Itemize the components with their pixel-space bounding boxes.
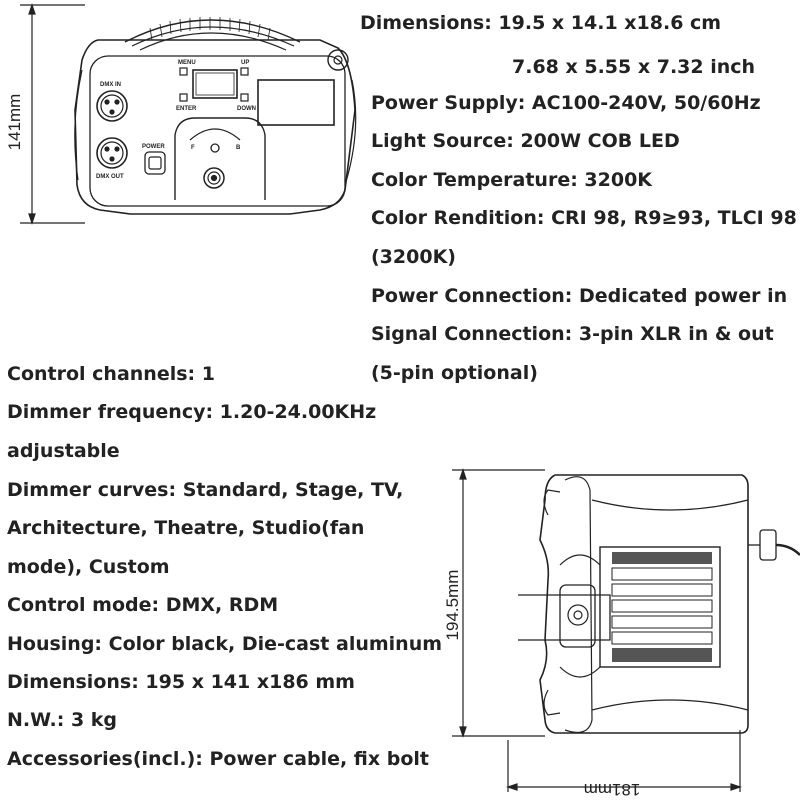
housing-outline: [74, 39, 356, 215]
depth-label: 181mm: [584, 780, 641, 799]
dmx-in-connector-inner: [100, 94, 124, 118]
cooling-fins: [611, 552, 713, 662]
power-inlet: [203, 167, 225, 189]
focus-f-label: F: [191, 145, 195, 151]
up-label: UP: [241, 60, 249, 66]
dmx-in-label: DMX IN: [100, 82, 121, 88]
front-height-label: 141mm: [5, 94, 24, 151]
cooling-fins-frame: [599, 546, 721, 668]
spec-color-rendition-cont: (3200K): [371, 246, 456, 268]
side-housing-outline: [555, 474, 749, 734]
dim-arrow-top: [28, 3, 36, 15]
dmx-out-label: DMX OUT: [96, 174, 124, 180]
spec-dimmer-curves-cont2: mode), Custom: [7, 556, 170, 578]
bottom-lug: [543, 689, 561, 716]
spec-net-weight: N.W.: 3 kg: [7, 709, 118, 731]
lcd-display-inner: [195, 72, 235, 96]
spec-dimensions-cm: Dimensions: 19.5 x 14.1 x18.6 cm: [360, 12, 722, 34]
spec-dimmer-curves-cont1: Architecture, Theatre, Studio(fan: [7, 517, 365, 539]
top-lug: [543, 489, 561, 516]
spec-control-channels: Control channels: 1: [7, 363, 215, 385]
dim-arrow-bottom: [28, 213, 36, 225]
enter-label: ENTER: [176, 106, 197, 112]
power-inlet-inner: [207, 171, 221, 185]
spec-accessories: Accessories(incl.): Power cable, fix bol…: [7, 748, 429, 770]
dmx-out-connector-inner: [100, 141, 124, 165]
dmx-out-connector: [96, 137, 128, 169]
top-rim-inner2: [139, 32, 287, 51]
focus-arc: [189, 128, 241, 141]
spec-dimensions-mm: Dimensions: 195 x 141 x186 mm: [7, 671, 355, 693]
mounting-eye: [327, 49, 349, 71]
focus-b-label: B: [236, 145, 241, 151]
spec-signal-connection: Signal Connection: 3-pin XLR in & out: [371, 323, 774, 345]
dmx-in-connector: [96, 90, 128, 122]
yoke-lower-arc: [559, 666, 601, 678]
yoke-arm: [518, 594, 611, 641]
enter-button: [179, 93, 188, 102]
spec-dimmer-curves: Dimmer curves: Standard, Stage, TV,: [7, 479, 404, 501]
menu-label: MENU: [178, 60, 196, 66]
focus-knob: [210, 143, 220, 153]
lcd-display: [192, 69, 238, 99]
power-cable: [775, 543, 800, 556]
spec-control-mode: Control mode: DMX, RDM: [7, 594, 279, 616]
down-button: [240, 93, 249, 102]
front-bezel-profile: [539, 474, 556, 734]
right-side-grip: [344, 79, 357, 186]
down-label: DOWN: [237, 106, 256, 112]
yoke-hub: [559, 584, 596, 648]
up-button: [240, 67, 249, 76]
yoke-knob-center: [573, 610, 583, 620]
spec-power-supply: Power Supply: AC100-240V, 50/60Hz: [371, 92, 761, 114]
bezel-inner-line: [564, 476, 593, 733]
cable-gland: [759, 529, 777, 561]
top-rim: [124, 19, 301, 43]
spec-power-connection: Power Connection: Dedicated power in: [371, 285, 788, 307]
spec-dimmer-frequency: Dimmer frequency: 1.20-24.00KHz: [7, 401, 377, 423]
left-side-grip: [74, 69, 83, 181]
body-contour-bottom: [591, 699, 749, 711]
spec-light-source: Light Source: 200W COB LED: [371, 130, 680, 152]
mounting-eye-hole: [333, 55, 343, 65]
rim-ribs: [149, 17, 271, 41]
body-contour-top: [591, 499, 749, 511]
menu-button: [179, 67, 188, 76]
spec-color-temperature: Color Temperature: 3200K: [371, 169, 653, 191]
power-switch: [144, 151, 166, 175]
control-panel: [89, 55, 346, 207]
power-label: POWER: [142, 144, 165, 150]
spec-signal-connection-cont: (5-pin optional): [371, 362, 538, 384]
yoke-upper-arc: [559, 554, 601, 566]
spec-housing: Housing: Color black, Die-cast aluminum: [7, 633, 443, 655]
side-height-label: 194.5mm: [443, 570, 462, 641]
top-rim-inner: [131, 26, 295, 47]
spec-dimmer-frequency-cont: adjustable: [7, 440, 120, 462]
center-arch-panel: [174, 117, 266, 200]
spec-color-rendition: Color Rendition: CRI 98, R9≥93, TLCI 98: [371, 207, 797, 229]
spec-dimensions-inch: 7.68 x 5.55 x 7.32 inch: [512, 56, 756, 78]
yoke-knob: [567, 604, 589, 626]
label-window: [257, 79, 335, 126]
power-switch-rocker: [148, 156, 162, 170]
